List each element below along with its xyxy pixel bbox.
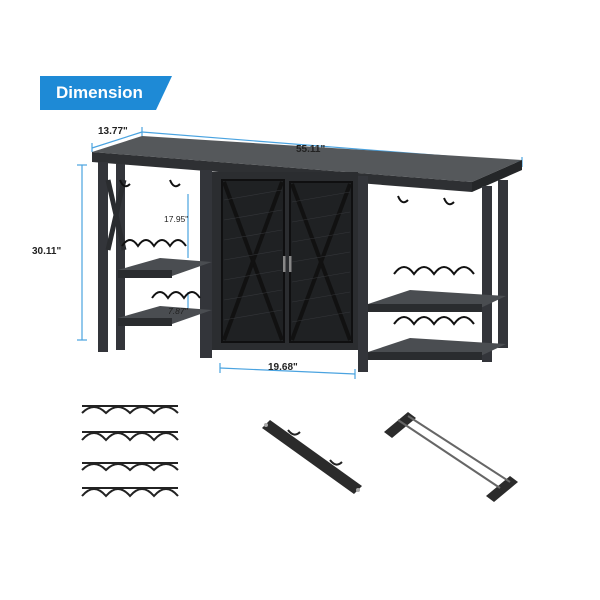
depth-label: 13.77" [98,126,128,137]
height-label: 30.11" [32,246,62,257]
wine-rack-part-icon [81,405,179,498]
glass-hooks [119,179,455,206]
stemware-rack-icon [384,412,518,502]
lower-shelf-label: 7.87" [168,306,188,316]
right-shelves [368,290,506,360]
right-frame [358,176,508,372]
left-shelves [118,258,212,326]
dimension-badge: Dimension [40,76,172,110]
left-x-brace [105,179,127,251]
cabinet-width-label: 19.68" [268,362,298,373]
shelf-height-label: 17.95" [164,214,189,224]
badge-label: Dimension [56,83,143,102]
width-label: 55.11" [296,144,326,155]
badge-shape [40,76,172,110]
cabinet [212,172,358,350]
dimension-lines [77,127,523,379]
wine-racks-installed [121,239,475,326]
glass-holder-bar-icon [262,420,362,494]
